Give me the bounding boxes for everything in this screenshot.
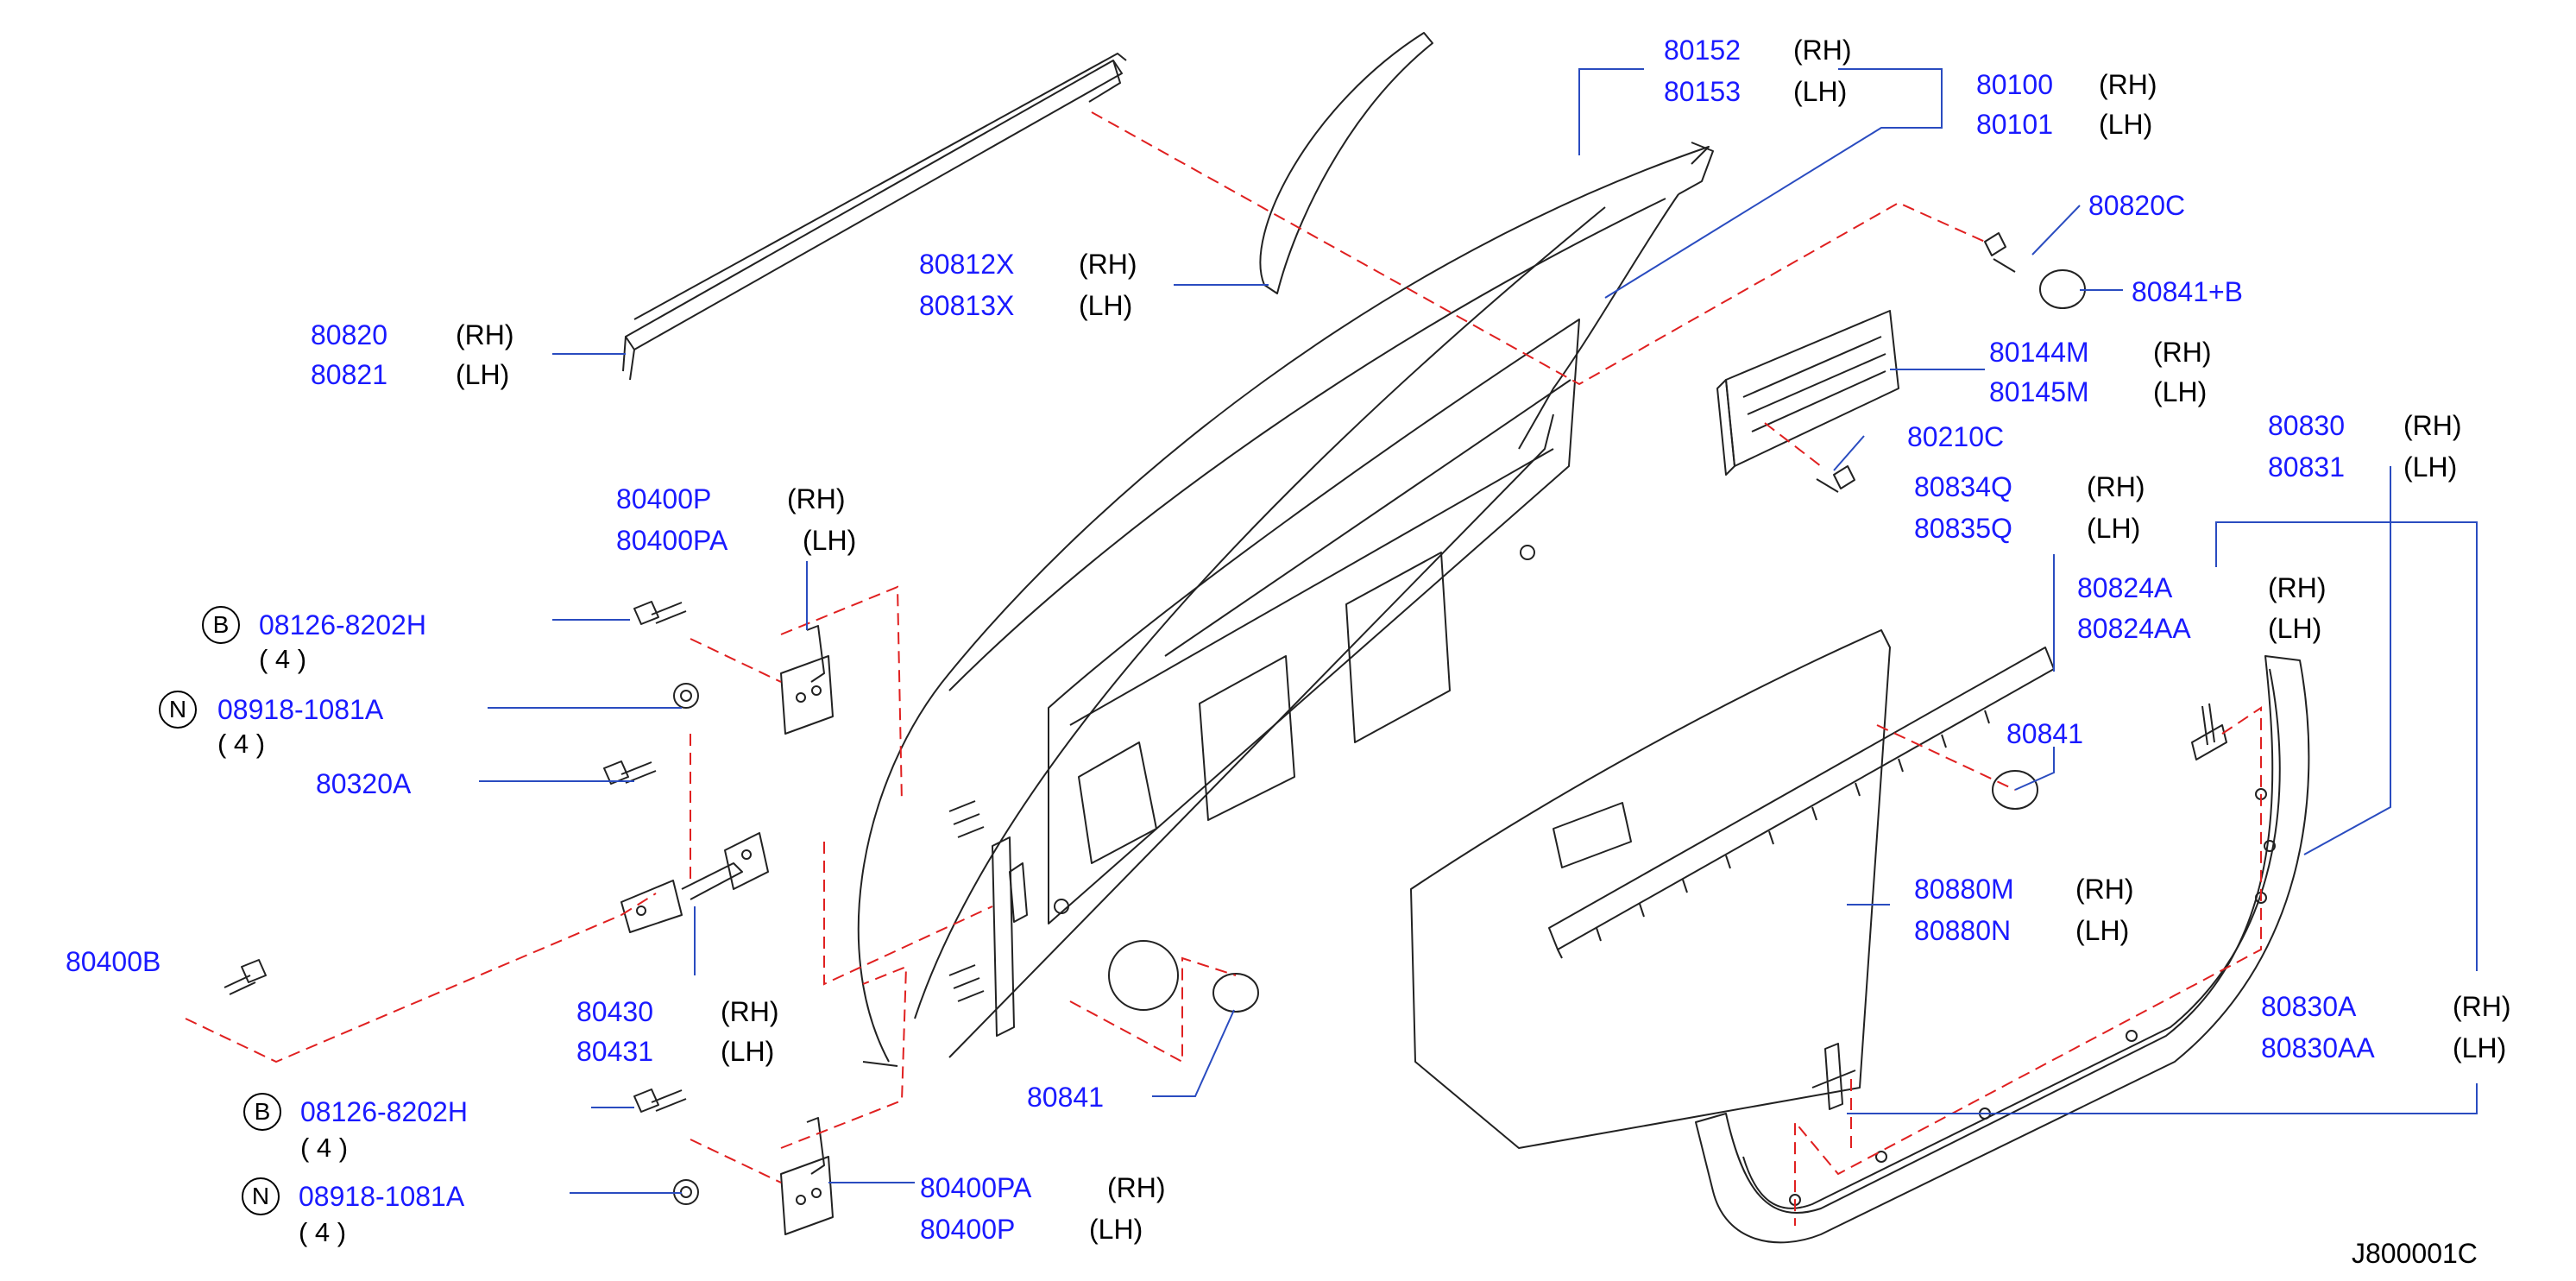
label-part-80824a: 80824A — [2077, 572, 2173, 603]
clips — [1212, 232, 2227, 1110]
nut-symbol-n: N — [242, 1177, 280, 1215]
label-part-80430: 80430 — [576, 996, 653, 1027]
label-part-80830a: 80830A — [2261, 991, 2357, 1022]
quantity: ( 4 ) — [299, 1217, 347, 1247]
belt-molding-outer — [622, 53, 1127, 381]
label-part-80831: 80831 — [2268, 451, 2345, 483]
label-part-80152: 80152 — [1664, 35, 1741, 66]
label-side-80400p-lower: (LH) — [1089, 1214, 1143, 1245]
label-part-80830aa: 80830AA — [2261, 1032, 2375, 1063]
label-side-80145m: (LH) — [2153, 376, 2208, 407]
label-side-80830: (RH) — [2403, 410, 2462, 441]
quantity: ( 4 ) — [259, 644, 307, 674]
label-side-80830a: (RH) — [2453, 991, 2511, 1022]
label-side-80834q: (RH) — [2087, 471, 2145, 502]
label-side-80880n: (LH) — [2075, 915, 2130, 946]
label-side-80400pa-lower: (RH) — [1107, 1172, 1166, 1203]
label-side-80430: (RH) — [721, 996, 779, 1027]
inner-weatherstrip — [1548, 647, 2055, 959]
label-part-08918-1081a: 08918-1081A — [217, 694, 384, 725]
label-part-08126-8202h: 08126-8202H — [259, 609, 426, 640]
label-side-80431: (LH) — [721, 1036, 775, 1067]
label-part-80100: 80100 — [1976, 69, 2053, 100]
label-part-08126-8202h: 08126-8202H — [300, 1096, 468, 1127]
label-side-80152: (RH) — [1793, 35, 1852, 66]
label-side-80101: (LH) — [2099, 109, 2153, 140]
label-side-80831: (LH) — [2403, 451, 2458, 483]
label-part-80821: 80821 — [311, 359, 387, 390]
label-part-80880m: 80880M — [1914, 874, 2014, 905]
lower-hinge — [780, 1117, 834, 1235]
lock-bracket — [1716, 310, 1899, 476]
label-part-80835q: 80835Q — [1914, 513, 2012, 544]
door-check — [620, 832, 769, 933]
door-weatherstrip — [1695, 655, 2310, 1244]
label-part-80841b: 80841+B — [2132, 276, 2244, 307]
label-side-80400p: (RH) — [787, 483, 846, 514]
label-part-80400p-lower: 80400P — [920, 1214, 1016, 1245]
upper-hinge — [780, 625, 834, 735]
label-part-80153: 80153 — [1664, 76, 1741, 107]
label-part-80824aa: 80824AA — [2077, 613, 2191, 644]
label-part-80400b: 80400B — [66, 946, 161, 977]
label-part-80834q: 80834Q — [1914, 471, 2012, 502]
label-part-80820c: 80820C — [2088, 190, 2186, 221]
label-part-80400pa-lower: 80400PA — [920, 1172, 1032, 1203]
label-part-80880n: 80880N — [1914, 915, 2012, 946]
label-side-80153: (LH) — [1793, 76, 1848, 107]
label-part-80101: 80101 — [1976, 109, 2053, 140]
quantity: ( 4 ) — [300, 1133, 349, 1163]
label-side-80400pa: (LH) — [803, 525, 857, 556]
label-part-80400pa: 80400PA — [616, 525, 728, 556]
label-part-80813x: 80813X — [919, 290, 1015, 321]
label-part-80210c: 80210C — [1907, 421, 2005, 452]
bolt-symbol-b: B — [243, 1093, 281, 1131]
trim-panel — [1410, 629, 1891, 1149]
label-side-80835q: (LH) — [2087, 513, 2141, 544]
label-part-80820: 80820 — [311, 319, 387, 350]
label-part-80144m: 80144M — [1989, 337, 2089, 368]
label-side-80824a: (RH) — [2268, 572, 2327, 603]
bolt-symbol-b: B — [202, 606, 240, 644]
label-side-80813x: (LH) — [1079, 290, 1133, 321]
label-side-80820: (RH) — [456, 319, 514, 350]
label-part-80431: 80431 — [576, 1036, 653, 1067]
diagram-code: J800001C — [2352, 1238, 2478, 1269]
door-shell — [857, 142, 1714, 1067]
label-part-80320a: 80320A — [316, 768, 412, 799]
label-side-80812x: (RH) — [1079, 249, 1137, 280]
label-part-80841-low: 80841 — [1027, 1082, 1104, 1113]
label-side-80830aa: (LH) — [2453, 1032, 2507, 1063]
label-part-08918-1081a: 08918-1081A — [299, 1181, 465, 1212]
label-part-80830: 80830 — [2268, 410, 2345, 441]
label-side-80821: (LH) — [456, 359, 510, 390]
label-side-80824aa: (LH) — [2268, 613, 2322, 644]
door-studs — [948, 800, 985, 1002]
bolts — [224, 601, 699, 1205]
window-sash-molding — [1259, 32, 1433, 294]
label-part-80145m: 80145M — [1989, 376, 2089, 407]
nut-symbol-n: N — [159, 691, 197, 729]
label-side-80144m: (RH) — [2153, 337, 2212, 368]
quantity: ( 4 ) — [217, 729, 266, 759]
label-part-80400p: 80400P — [616, 483, 712, 514]
label-part-80841-mid: 80841 — [2006, 718, 2083, 749]
label-side-80100: (RH) — [2099, 69, 2157, 100]
label-side-80880m: (RH) — [2075, 874, 2134, 905]
label-part-80812x: 80812X — [919, 249, 1015, 280]
